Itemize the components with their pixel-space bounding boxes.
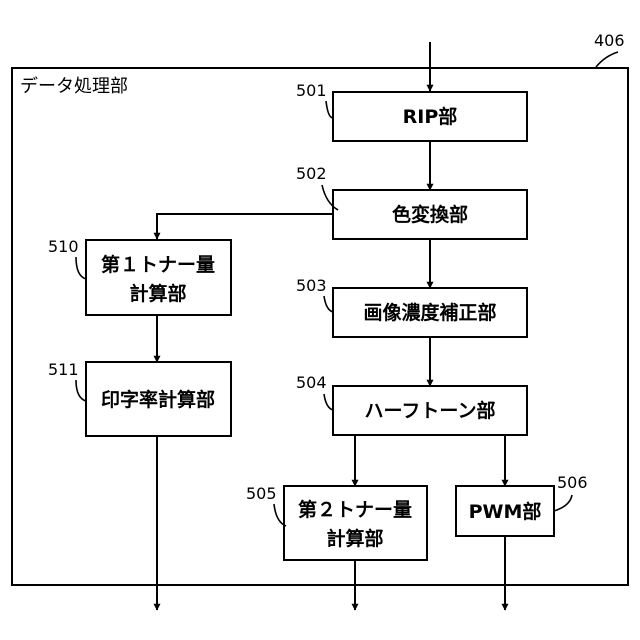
ref-406: 406 [594,31,625,50]
block-510: 第１トナー量 計算部 [86,240,231,315]
label-505-line2: 計算部 [326,527,383,550]
label-504: ハーフトーン部 [365,399,496,422]
ref-504: 504 [296,373,327,392]
ref-503: 503 [296,276,327,295]
ref-506: 506 [557,473,588,492]
ref-502: 502 [296,164,327,183]
block-505: 第２トナー量 計算部 [284,486,427,560]
ref-510: 510 [48,237,79,256]
label-510-line1: 第１トナー量 [101,253,215,276]
leader-506 [554,495,572,511]
leader-510 [76,257,86,279]
label-501: RIP部 [403,105,458,128]
ref-501: 501 [296,81,327,100]
block-506: PWM部 [456,486,554,536]
ref-511: 511 [48,360,79,379]
leader-503 [324,296,333,312]
label-502: 色変換部 [392,203,468,226]
label-510-line2: 計算部 [129,282,186,305]
arrow-502-510 [157,214,333,239]
block-504: ハーフトーン部 [333,386,527,435]
block-501: RIP部 [333,92,527,141]
ref-505: 505 [246,484,277,503]
label-503: 画像濃度補正部 [363,301,496,324]
label-505-line1: 第２トナー量 [298,498,412,521]
container-title: データ処理部 [20,76,128,97]
leader-511 [76,380,86,401]
block-502: 色変換部 [333,190,527,239]
block-503: 画像濃度補正部 [333,288,527,337]
leader-501 [326,101,333,118]
block-511: 印字率計算部 [86,362,231,436]
label-506: PWM部 [469,500,542,523]
label-511: 印字率計算部 [101,388,215,411]
leader-504 [324,394,333,410]
leader-406 [596,52,618,67]
